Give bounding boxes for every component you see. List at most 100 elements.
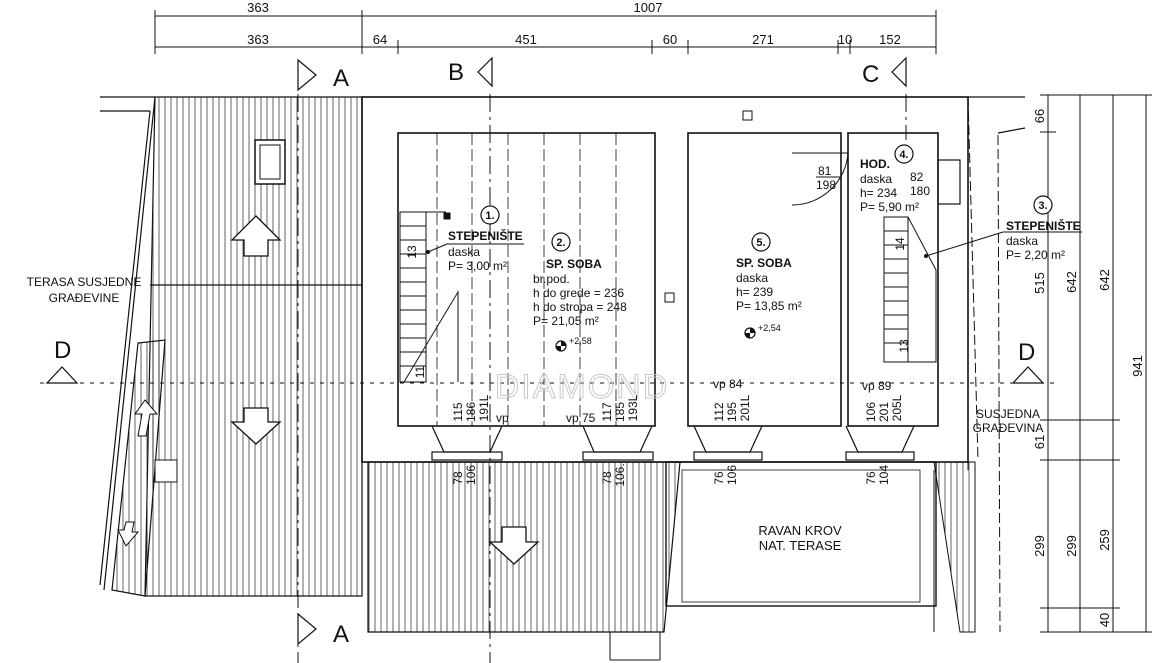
- section-arrow-d-left-icon: [45, 366, 79, 384]
- room-1-name: STEPENIŠTE: [448, 228, 523, 243]
- window-3-v3: 201L: [738, 394, 752, 421]
- section-arrow-d-right-icon: [1011, 366, 1045, 384]
- window-4-w2: 104: [877, 465, 891, 485]
- stair-right: [883, 216, 937, 363]
- section-label-d-right: D: [1018, 339, 1035, 366]
- watermark-text: DIAMOND: [495, 368, 670, 406]
- window-1-w2: 106: [464, 465, 478, 485]
- room-1-area: P= 3,00 m²: [448, 259, 507, 273]
- ramp-arrow-up-icon: [134, 399, 159, 437]
- window-2-w1: 78: [600, 471, 614, 485]
- room-5-level-fill: [745, 328, 755, 338]
- room-5-level: +2,54: [758, 323, 781, 333]
- section-arrow-c-icon: [891, 56, 907, 88]
- room-1-number: 1.: [485, 210, 494, 222]
- dim-mid-7: 152: [879, 32, 901, 47]
- window-4-v3: 205L: [890, 394, 904, 421]
- room-1-leader: [427, 243, 448, 253]
- room-3-area: P= 2,20 m²: [1006, 248, 1065, 262]
- window-4-v1: 106: [864, 402, 878, 422]
- room-1-leader-dot: [426, 250, 430, 254]
- right-dimension-lines: [1040, 94, 1152, 633]
- dim-right-259: 259: [1097, 529, 1112, 551]
- window-1-w1: 78: [451, 471, 465, 485]
- window-3-w1: 76: [712, 471, 726, 485]
- room-5-height: h= 239: [736, 285, 773, 299]
- column-marker-icon: [664, 292, 675, 303]
- room-4-outline: [791, 132, 961, 427]
- room-5-floor: daska: [736, 271, 768, 285]
- ramp-arrow-down-icon: [117, 521, 140, 547]
- dim-right-40: 40: [1097, 613, 1112, 627]
- room-1-badge: [480, 205, 500, 225]
- section-label-a-top: A: [333, 65, 349, 92]
- section-lines: [40, 94, 1060, 663]
- window-1-v1: 115: [451, 402, 465, 421]
- dim-right-66: 66: [1032, 109, 1047, 123]
- room-3-name: STEPENIŠTE: [1006, 218, 1081, 233]
- window-2-v3: 193L: [626, 394, 640, 421]
- dim-top-2: 1007: [634, 0, 663, 15]
- room-1-floor: daska: [448, 245, 480, 259]
- left-roof: [99, 96, 363, 597]
- dim-right-642a: 642: [1064, 271, 1079, 293]
- window-2-v1: 117: [600, 402, 614, 421]
- room-4-number: 4.: [899, 149, 908, 161]
- window-2-w2: 106.: [613, 463, 627, 486]
- flat-roof-line2: NAT. TERASE: [759, 538, 842, 553]
- dim-right-941: 941: [1130, 355, 1145, 377]
- room-2-badge: [551, 232, 571, 252]
- section-arrow-a-top-icon: [297, 58, 317, 92]
- room-3-leader: [925, 231, 1004, 257]
- arrow-down-icon: [230, 407, 282, 445]
- room-4-name: HOD.: [860, 157, 890, 171]
- room-2-number: 2.: [556, 237, 565, 249]
- dim-mid-4: 60: [663, 32, 677, 47]
- section-label-b: B: [448, 59, 464, 86]
- dim-mid-1: 363: [247, 32, 269, 47]
- bottom-roof: [367, 461, 681, 661]
- room-2-name: SP. SOBA: [546, 257, 602, 271]
- room-4-floor: daska: [860, 172, 892, 186]
- arrow-up-icon: [230, 215, 282, 257]
- neighbor-left-line1: TERASA SUSJEDNE: [27, 275, 142, 289]
- room-3-leader-dot: [924, 254, 928, 258]
- top-dimension-lines: [154, 10, 937, 54]
- stair-right-bottom-number: 13: [897, 339, 911, 353]
- room-5-number: 5.: [756, 237, 765, 249]
- flat-roof-inner: [681, 469, 921, 603]
- stair-left: [399, 211, 459, 383]
- room-2-level-fill: [556, 341, 566, 351]
- stair-left-top-number: 13: [405, 245, 419, 259]
- window-3-vp: vp 84: [713, 377, 743, 391]
- room-4-badge: [894, 144, 914, 164]
- window-3-w2: 106: [725, 465, 739, 485]
- dim-mid-6: 10: [838, 32, 852, 47]
- room-3-badge: [1033, 195, 1053, 215]
- dim-right-299a: 299: [1032, 535, 1047, 557]
- window-1-vp: vp: [496, 411, 509, 425]
- building-outline: [361, 96, 1026, 633]
- window-3-v1: 112: [712, 402, 726, 421]
- dim-right-61: 61: [1032, 435, 1047, 449]
- window-1-v2: 186: [464, 402, 478, 422]
- section-label-c: C: [862, 61, 879, 88]
- door-bottom-dimension: 198: [816, 178, 836, 192]
- dim-right-299b: 299: [1064, 535, 1079, 557]
- window-2-vp: vp 75: [566, 411, 596, 425]
- stair-left-bottom-number: 11: [413, 365, 427, 378]
- section-arrow-b-icon: [477, 56, 493, 88]
- right-strip: [933, 461, 976, 633]
- room-2-floor: br.pod.: [533, 272, 570, 286]
- window-4-v2: 201: [877, 402, 891, 422]
- window-4-w1: 76: [864, 471, 878, 485]
- section-label-d-left: D: [54, 337, 71, 364]
- neighbor-right-line1: SUSJEDNA: [976, 407, 1040, 421]
- flat-roof-terrace: [665, 461, 937, 607]
- room-4-door-height: 180: [910, 184, 930, 198]
- room-2-level: +2,58: [569, 336, 592, 346]
- window-1-v3: 191L: [477, 394, 491, 421]
- window-4-vp: vp 89: [862, 379, 892, 393]
- room-2-height-ceiling: h do stropa = 248: [533, 300, 627, 314]
